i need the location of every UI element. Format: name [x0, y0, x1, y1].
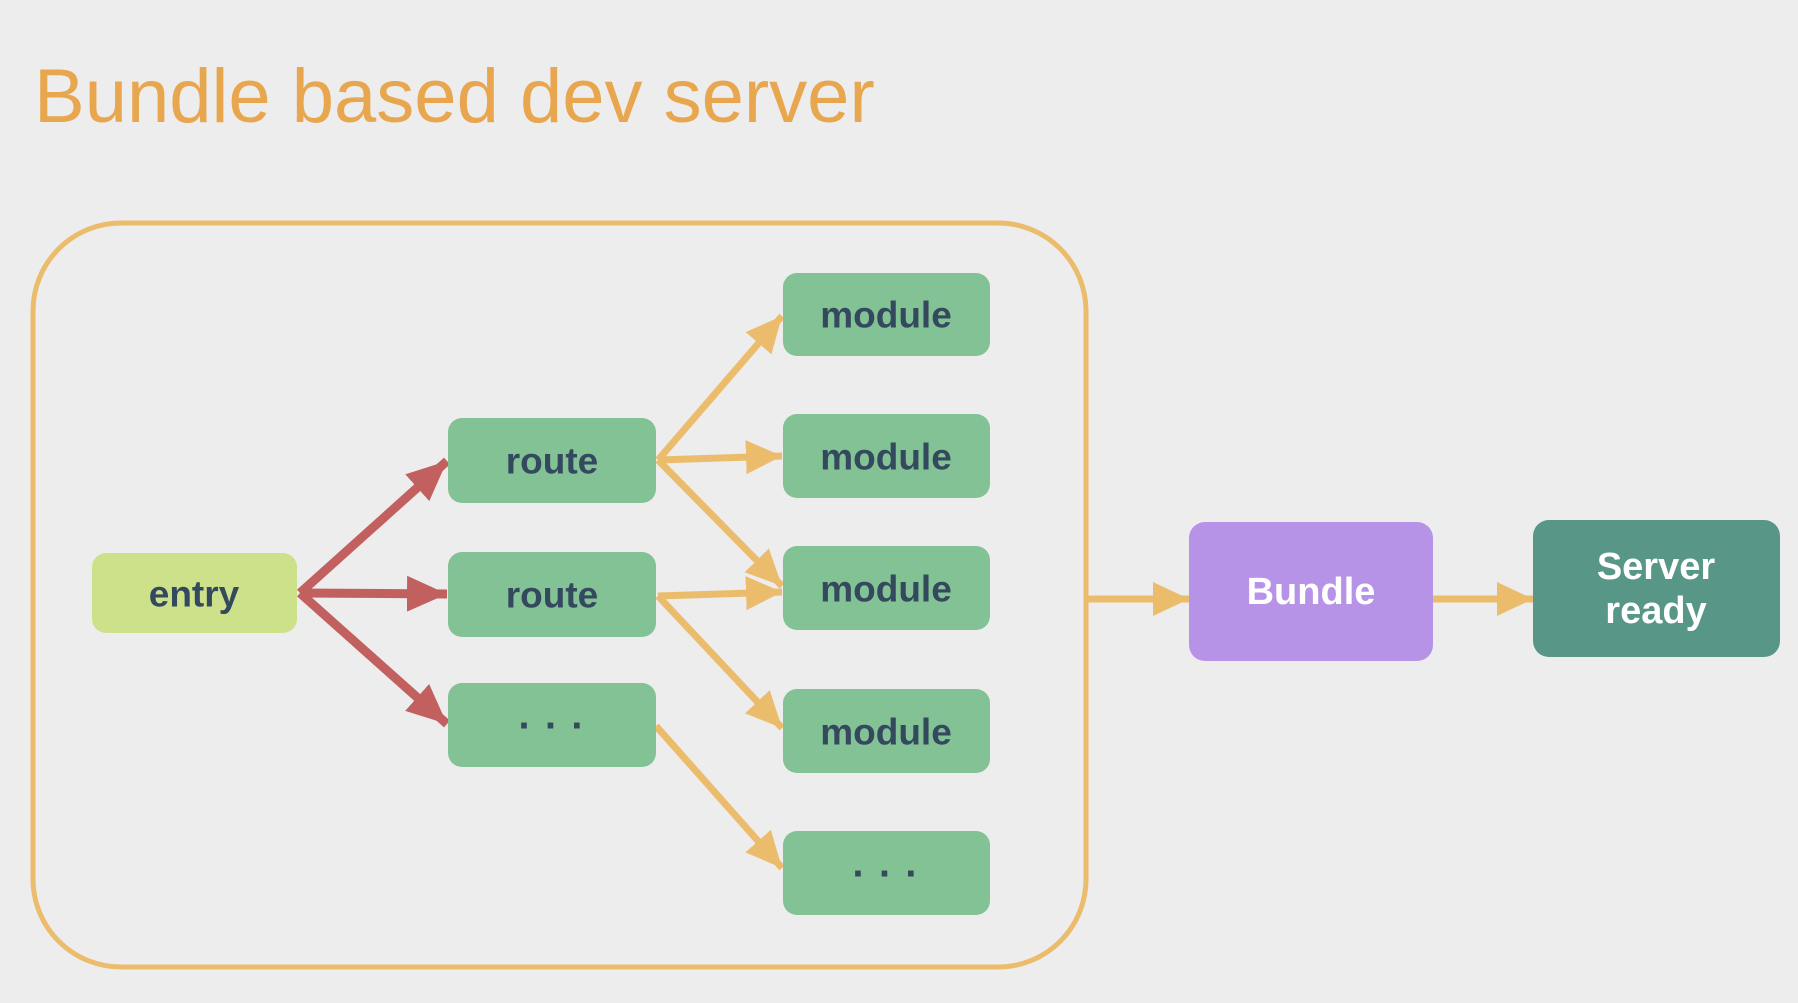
- server-ready-node-box: [1533, 520, 1780, 657]
- route-2-node-box: [448, 552, 656, 637]
- module-1-node-label: module: [820, 295, 952, 336]
- entry-node-label: entry: [149, 574, 240, 615]
- entry-node-box: [92, 553, 297, 633]
- edge-route-more-module-more: [653, 723, 785, 871]
- edge-route-1-module-1: [655, 313, 785, 463]
- route-more-node-box: [448, 683, 656, 767]
- route-1-node: route: [448, 418, 656, 503]
- module-3-node-box: [783, 546, 990, 630]
- server-ready-node-label-line2: ready: [1605, 590, 1706, 632]
- edge-route-2-module-3: [657, 576, 783, 611]
- bundle-node-box: [1189, 522, 1433, 661]
- edge-entry-route-more: [297, 589, 450, 728]
- server-ready-node-label-line1: Server: [1597, 546, 1716, 588]
- module-4-node-label: module: [820, 712, 952, 753]
- module-1-node: module: [783, 273, 990, 356]
- module-1-node-box: [783, 273, 990, 356]
- route-2-node-label: route: [506, 575, 599, 616]
- server-ready-node: Server ready: [1533, 520, 1780, 657]
- module-more-node-label: · · ·: [852, 852, 919, 896]
- edge-entry-route-2: [299, 575, 448, 612]
- route-1-node-label: route: [506, 441, 599, 482]
- route-1-node-box: [448, 418, 656, 503]
- route-2-node: route: [448, 552, 656, 637]
- module-4-node-box: [783, 689, 990, 773]
- module-2-node: module: [783, 414, 990, 498]
- page-title: Bundle based dev server: [34, 54, 875, 139]
- module-2-node-box: [783, 414, 990, 498]
- bundler-scope-container: [30, 220, 1089, 970]
- edge-route-1-module-3: [655, 457, 785, 589]
- entry-node: entry: [92, 553, 297, 633]
- bundle-node-label: Bundle: [1247, 571, 1376, 613]
- module-more-node: · · ·: [783, 831, 990, 915]
- route-more-node: · · ·: [448, 683, 656, 767]
- edge-route-2-module-4: [655, 593, 785, 731]
- edge-route-1-module-2: [657, 440, 783, 475]
- module-4-node: module: [783, 689, 990, 773]
- module-2-node-label: module: [820, 437, 952, 478]
- bundle-node: Bundle: [1189, 522, 1433, 661]
- module-3-node-label: module: [820, 569, 952, 610]
- route-more-node-label: · · ·: [518, 704, 585, 748]
- edge-entry-route-1: [296, 457, 451, 597]
- module-3-node: module: [783, 546, 990, 630]
- module-more-node-box: [783, 831, 990, 915]
